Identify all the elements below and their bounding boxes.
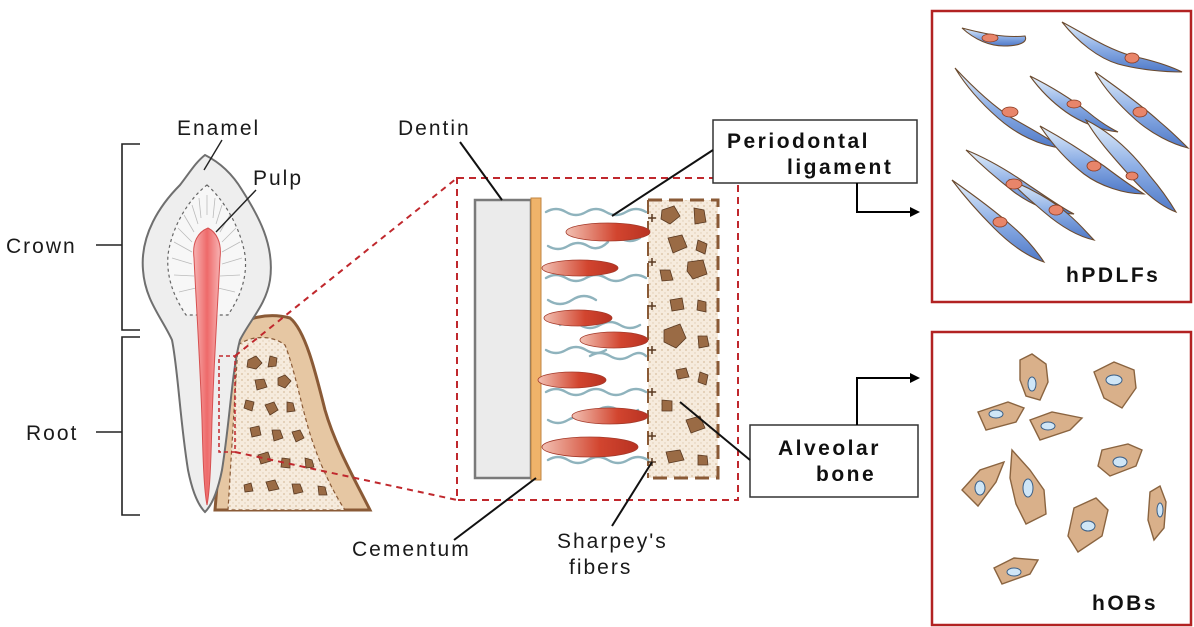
- alveolar-bone-box: [750, 425, 918, 497]
- periodontal-label-line2: ligament: [787, 156, 893, 179]
- hpdlfs-panel-border: [932, 11, 1191, 302]
- arrow-right-icon: [857, 183, 916, 212]
- pulp-label: Pulp: [253, 167, 303, 190]
- crown-bracket: [96, 144, 140, 330]
- cementum-strip: [531, 198, 541, 480]
- alveolar-label-line1: Alveolar: [778, 437, 881, 460]
- enamel-label: Enamel: [177, 117, 260, 140]
- periodontal-label-line1: Periodontal: [727, 130, 870, 153]
- dentin-block: [475, 200, 531, 478]
- arrow-right-icon: [857, 378, 916, 425]
- sharpeys-label-line2: fibers: [569, 556, 632, 579]
- root-bracket: [96, 337, 140, 515]
- dentin-label: Dentin: [398, 117, 471, 140]
- tooth-illustration: [143, 155, 370, 512]
- root-label: Root: [26, 422, 78, 445]
- hpdlfs-panel: hPDLFs: [932, 11, 1191, 302]
- periodontium-zoom-panel: [457, 178, 738, 500]
- sharpeys-label-line1: Sharpey's: [557, 530, 668, 553]
- hobs-panel: hOBs: [932, 332, 1191, 625]
- hobs-panel-border: [932, 332, 1191, 625]
- hpdlfs-label: hPDLFs: [1066, 264, 1160, 287]
- alveolar-label-line2: bone: [816, 463, 876, 486]
- crown-label: Crown: [6, 235, 77, 258]
- hobs-label: hOBs: [1092, 592, 1158, 615]
- cementum-label: Cementum: [352, 538, 471, 561]
